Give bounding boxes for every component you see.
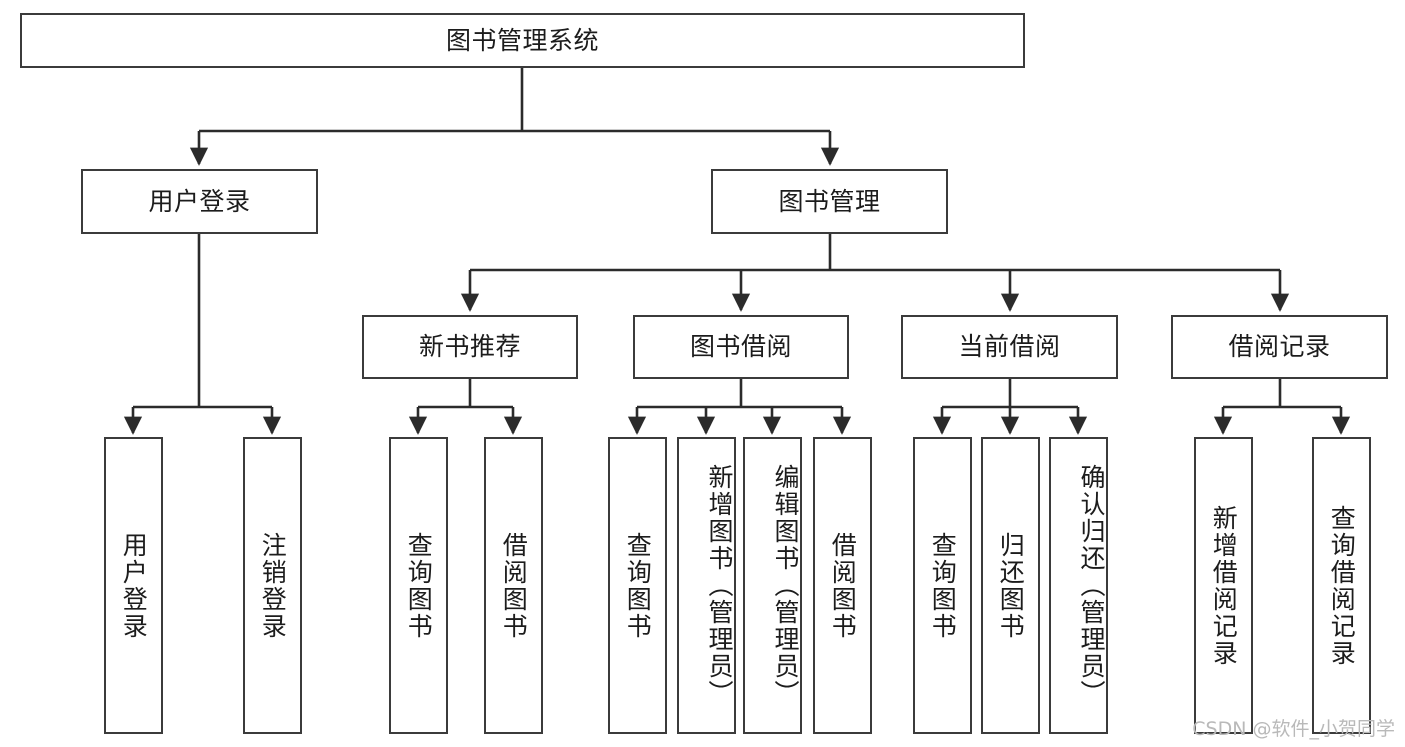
node-new-book-recommend[interactable]: 新书推荐 (362, 315, 578, 379)
node-leaf-query-book-3[interactable]: 查询图书 (913, 437, 972, 734)
node-user-login[interactable]: 用户登录 (81, 169, 318, 234)
csdn-watermark: CSDN @软件_小贺同学 (1192, 718, 1395, 740)
node-leaf-edit-book-admin[interactable]: 编辑图书（管理员） (743, 437, 802, 734)
node-book-borrow[interactable]: 图书借阅 (633, 315, 849, 379)
node-leaf-query-borrow-record[interactable]: 查询借阅记录 (1312, 437, 1371, 734)
node-leaf-add-borrow-record[interactable]: 新增借阅记录 (1194, 437, 1253, 734)
node-borrow-record[interactable]: 借阅记录 (1171, 315, 1388, 379)
node-leaf-borrow-book-1[interactable]: 借阅图书 (484, 437, 543, 734)
node-leaf-borrow-book-2[interactable]: 借阅图书 (813, 437, 872, 734)
node-leaf-add-book-admin[interactable]: 新增图书（管理员） (677, 437, 736, 734)
node-leaf-user-login[interactable]: 用户登录 (104, 437, 163, 734)
node-root[interactable]: 图书管理系统 (20, 13, 1025, 68)
node-leaf-return-book[interactable]: 归还图书 (981, 437, 1040, 734)
node-book-management[interactable]: 图书管理 (711, 169, 948, 234)
node-current-borrow[interactable]: 当前借阅 (901, 315, 1118, 379)
node-leaf-query-book-1[interactable]: 查询图书 (389, 437, 448, 734)
node-leaf-query-book-2[interactable]: 查询图书 (608, 437, 667, 734)
node-leaf-logout-login[interactable]: 注销登录 (243, 437, 302, 734)
node-leaf-confirm-return-admin[interactable]: 确认归还（管理员） (1049, 437, 1108, 734)
